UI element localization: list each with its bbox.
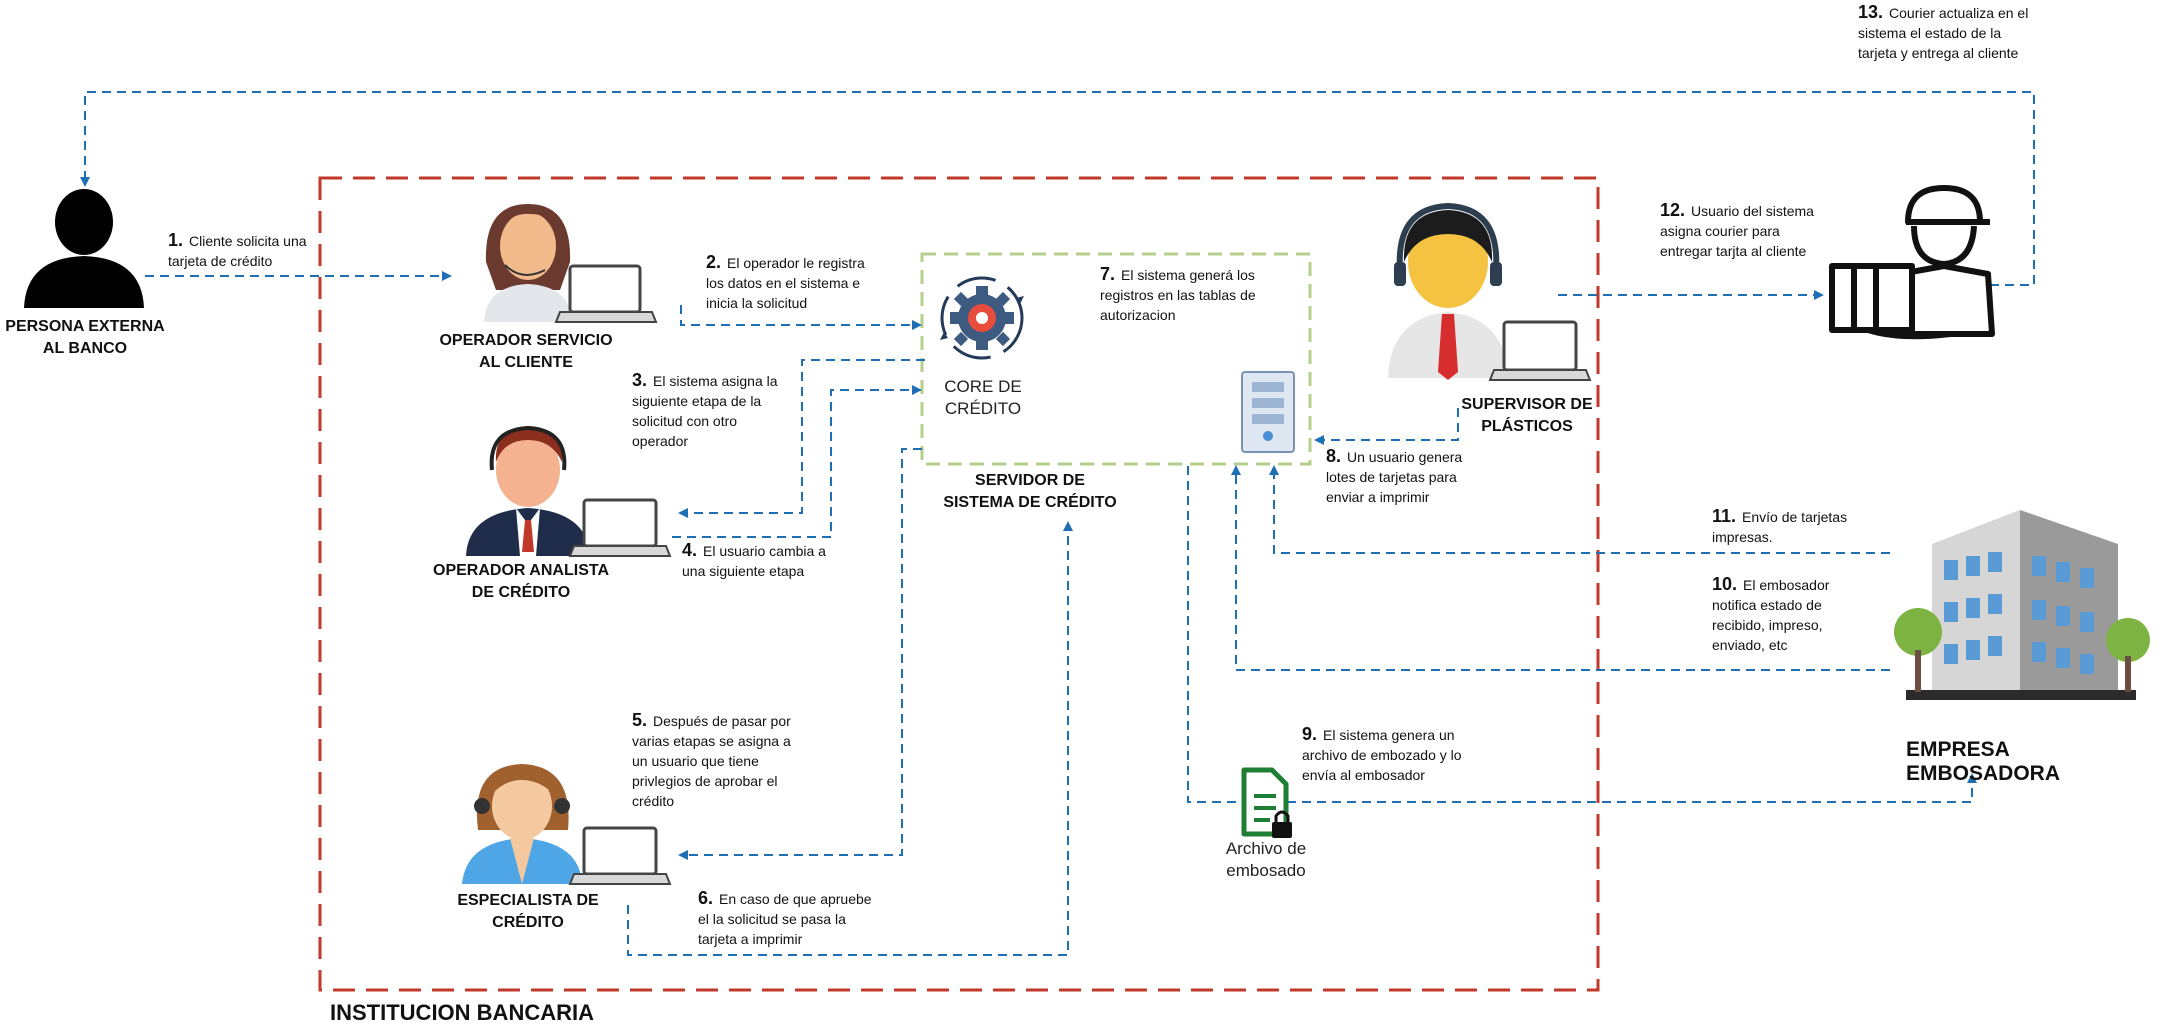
- arrow-step-3: [678, 359, 925, 518]
- label-institucion-bancaria: INSTITUCION BANCARIA: [330, 1000, 594, 1025]
- building-icon: [1894, 510, 2150, 700]
- step-5: 5.Después de pasar por varias etapas se …: [632, 710, 791, 809]
- step-6: 6.En caso de que apruebe el la solicitud…: [698, 888, 872, 947]
- label-persona-externa: PERSONA EXTERNA AL BANCO: [5, 318, 165, 357]
- document-lock-icon: [1241, 767, 1292, 838]
- gear-icon: [940, 276, 1024, 360]
- step-4: 4.El usuario cambia a una siguiente etap…: [682, 540, 826, 579]
- arrow-step-9: [1187, 466, 1977, 803]
- institution-boundary: [318, 176, 1600, 992]
- laptop-icon: [568, 826, 672, 885]
- step-12: 12.Usuario del sistema asigna courier pa…: [1660, 200, 1814, 259]
- laptop-icon: [554, 264, 658, 323]
- step-9: 9.El sistema genera un archivo de emboza…: [1302, 724, 1462, 783]
- label-operador-servicio: OPERADOR SERVICIO AL CLIENTE: [439, 332, 613, 371]
- step-8: 8.Un usuario genera lotes de tarjetas pa…: [1326, 446, 1463, 505]
- courier-icon: [1829, 185, 1995, 340]
- laptop-icon: [1488, 320, 1592, 381]
- server-tower-icon: [1241, 371, 1295, 453]
- label-empresa-embosadora: EMPRESA EMBOSADORA: [1906, 738, 2061, 785]
- female-operator-icon: [484, 204, 572, 322]
- arrow-step-8: [1314, 408, 1459, 445]
- step-11: 11.Envío de tarjetas impresas.: [1712, 506, 1848, 545]
- step-1: 1.Cliente solicita una tarjeta de crédit…: [168, 230, 307, 269]
- person-silhouette-icon: [24, 189, 144, 308]
- step-3: 3.El sistema asigna la siguiente etapa d…: [632, 370, 778, 449]
- arrow-step-11: [1269, 465, 1890, 554]
- male-operator-icon: [466, 425, 590, 556]
- label-operador-analista: OPERADOR ANALISTA DE CRÉDITO: [433, 562, 609, 601]
- step-13: 13.Courier actualiza en el sistema el es…: [1858, 2, 2029, 61]
- arrow-step-2: [680, 305, 922, 330]
- female-specialist-icon: [462, 764, 582, 884]
- supervisor-icon: [1388, 202, 1508, 380]
- label-especialista: ESPECIALISTA DE CRÉDITO: [457, 892, 599, 931]
- step-7: 7.El sistema generá los registros en las…: [1100, 264, 1256, 323]
- label-archivo-embosado: Archivo de embosado: [1225, 839, 1307, 880]
- laptop-icon: [568, 498, 672, 557]
- label-servidor: SERVIDOR DE SISTEMA DE CRÉDITO: [943, 472, 1117, 511]
- arrow-step-6: [627, 521, 1073, 956]
- arrow-step-10: [1231, 465, 1890, 671]
- step-2: 2.El operador le registra los datos en e…: [706, 252, 865, 311]
- label-core-credito: CORE DE CRÉDITO: [944, 377, 1022, 418]
- arrow-step-4: [672, 385, 922, 538]
- step-10: 10.El embosador notifica estado de recib…: [1712, 574, 1830, 653]
- label-supervisor: SUPERVISOR DE PLÁSTICOS: [1461, 396, 1593, 435]
